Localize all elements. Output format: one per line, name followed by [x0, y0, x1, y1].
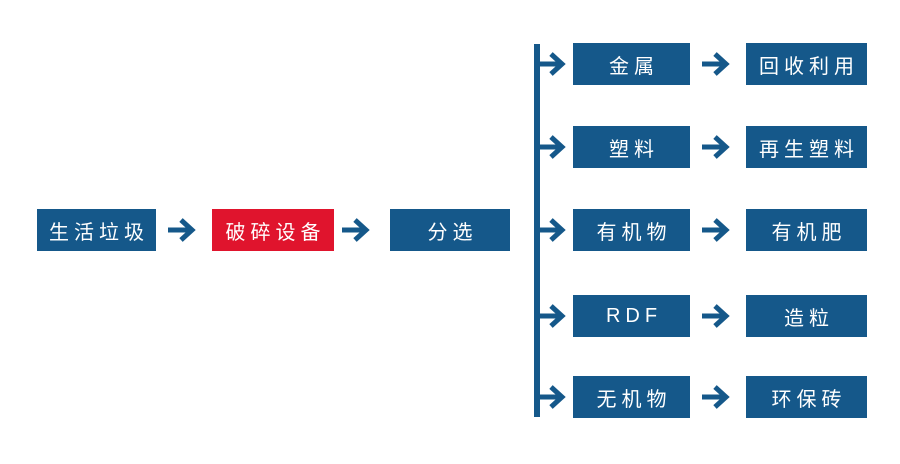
right-arrow-icon	[538, 218, 566, 242]
node-inorganic-matter: 无机物	[573, 376, 690, 418]
node-eco-brick: 环保砖	[746, 376, 867, 418]
branch-connector-line	[534, 44, 540, 417]
right-arrow-icon	[702, 304, 730, 328]
node-organic-matter: 有机物	[573, 209, 690, 251]
node-sorting: 分选	[390, 209, 510, 251]
right-arrow-icon	[538, 52, 566, 76]
right-arrow-icon	[538, 304, 566, 328]
node-recycled-plastic: 再生塑料	[746, 126, 867, 168]
right-arrow-icon	[538, 385, 566, 409]
right-arrow-icon	[702, 135, 730, 159]
node-crushing-equipment: 破碎设备	[212, 209, 334, 251]
right-arrow-icon	[702, 52, 730, 76]
right-arrow-icon	[168, 218, 196, 242]
right-arrow-icon	[702, 385, 730, 409]
right-arrow-icon	[702, 218, 730, 242]
node-household-waste: 生活垃圾	[37, 209, 156, 251]
right-arrow-icon	[538, 135, 566, 159]
node-granulation: 造粒	[746, 295, 867, 337]
node-metal: 金属	[573, 43, 690, 85]
node-rdf: RDF	[573, 295, 690, 337]
node-recycling: 回收利用	[746, 43, 867, 85]
node-organic-fertilizer: 有机肥	[746, 209, 867, 251]
right-arrow-icon	[342, 218, 370, 242]
node-plastic: 塑料	[573, 126, 690, 168]
